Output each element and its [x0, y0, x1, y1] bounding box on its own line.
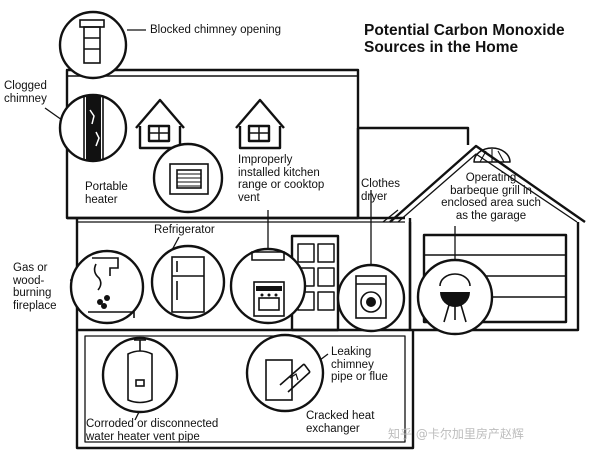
label-chimney-pipe: Leaking chimney pipe or flue [331, 346, 388, 384]
label-line: vent [238, 191, 260, 204]
label-line: Portable [85, 181, 128, 193]
label-line: as the garage [455, 209, 527, 222]
bbq-grill-icon [416, 258, 494, 336]
blocked-chimney-icon [58, 10, 128, 80]
furnace-flue-icon [245, 333, 325, 413]
attic-window-right [235, 98, 285, 150]
label-line: chimney [331, 358, 374, 371]
label-line: exchanger [306, 422, 360, 435]
label-line: Improperly [238, 154, 293, 166]
label-water-heater: Corroded or disconnected water heater ve… [86, 418, 218, 443]
right-upper-section [356, 126, 470, 218]
label-line: dryer [361, 190, 388, 203]
label-kitchen-range: Improperly installed kitchen range or co… [238, 154, 324, 204]
crack-mark [289, 373, 299, 381]
label-line: enclosed area such [441, 197, 541, 209]
basement [75, 330, 415, 450]
label-line: Refrigerator [154, 224, 215, 236]
water-heater-icon [101, 336, 179, 414]
leader-lines [44, 29, 456, 421]
label-line: Cracked heat [306, 410, 375, 422]
refrigerator-icon [150, 244, 226, 320]
fireplace-icon [69, 249, 145, 325]
label-line: pipe or flue [331, 371, 388, 383]
label-line: fireplace [13, 299, 57, 312]
label-line: barbeque grill in [450, 184, 532, 197]
label-heat-exchanger: Cracked heat exchanger [306, 410, 374, 435]
label-line: range or cooktop [238, 179, 325, 191]
diagram-title: Potential Carbon Monoxide Sources in the… [364, 22, 565, 56]
label-line: installed kitchen [238, 166, 320, 179]
label-line: Operating [465, 172, 517, 184]
watermark: 知乎 @卡尔加里房产赵辉 [388, 427, 524, 441]
clothes-dryer-icon [336, 263, 406, 333]
label-clothes-dryer: Clothes dryer [361, 178, 400, 203]
label-portable-heater: Portable heater [85, 181, 128, 206]
title-line-1: Potential Carbon Monoxide [364, 22, 565, 39]
label-clogged-chimney: Clogged chimney [4, 80, 47, 105]
label-line: heater [85, 193, 118, 206]
label-line: wood- [13, 274, 45, 287]
label-refrigerator: Refrigerator [154, 224, 215, 237]
title-line-2: Sources in the Home [364, 39, 519, 56]
garage [389, 144, 586, 332]
label-line: chimney [4, 92, 47, 105]
label-line: burning [13, 287, 52, 299]
label-line: Clogged [4, 80, 47, 92]
label-line: Gas or [13, 262, 48, 274]
label-line: water heater vent pipe [86, 430, 200, 443]
label-line: Corroded or disconnected [86, 418, 219, 430]
label-line: Blocked chimney opening [150, 24, 282, 36]
attic-window-left [135, 98, 185, 150]
kitchen-range-icon [229, 247, 307, 325]
label-fireplace: Gas or wood- burning fireplace [13, 262, 56, 312]
portable-heater-icon [152, 142, 224, 214]
clogged-chimney-icon [58, 93, 128, 163]
label-line: Clothes [361, 178, 400, 190]
label-blocked-chimney: Blocked chimney opening [150, 24, 281, 37]
label-line: Leaking [331, 346, 372, 358]
label-bbq-grill: Operating barbeque grill in enclosed are… [421, 172, 561, 222]
